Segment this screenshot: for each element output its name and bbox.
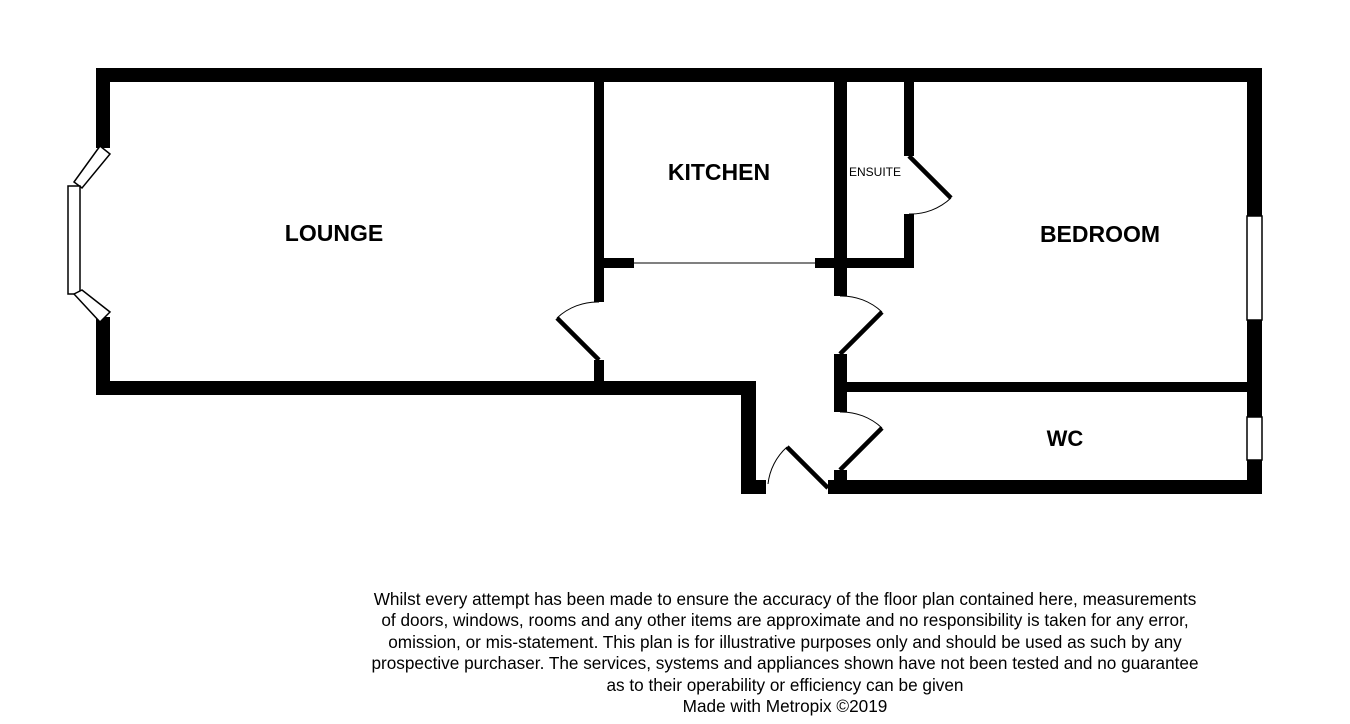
bedroom-door	[838, 295, 884, 356]
doors	[555, 154, 953, 490]
wall-kitchen-bottom-right	[815, 258, 847, 268]
wall-right-2	[1247, 320, 1262, 417]
wall-ensuite-bottom	[834, 258, 914, 268]
wall-entrance-left	[741, 381, 756, 494]
wall-hall-right-3	[834, 470, 847, 494]
bay-window	[67, 144, 112, 324]
disclaimer-line: as to their operability or efficiency ca…	[606, 674, 964, 695]
ensuite-door	[907, 154, 953, 215]
room-label-bedroom: BEDROOM	[1040, 221, 1160, 247]
wall-ensuite-right-lower	[904, 214, 914, 268]
wc-window	[1246, 416, 1263, 461]
wall-right-1	[1247, 68, 1262, 216]
wall-ensuite-right-upper	[904, 82, 914, 156]
disclaimer: Whilst every attempt has been made to en…	[300, 589, 1270, 717]
disclaimer-line: of doors, windows, rooms and any other i…	[381, 610, 1189, 631]
bedroom-window	[1246, 215, 1263, 321]
wall-lounge-kitchen	[594, 82, 604, 302]
wc-door	[838, 411, 884, 472]
credit-text: Made with Metropix ©2019	[682, 696, 888, 717]
wall-right-3	[1247, 460, 1262, 494]
walls	[96, 68, 1262, 494]
wall-bedroom-wc	[834, 382, 1262, 392]
room-label-wc: WC	[1047, 426, 1084, 451]
wall-hall-right-1	[834, 268, 847, 296]
wall-entrance-stub	[741, 480, 766, 494]
room-label-lounge: LOUNGE	[285, 220, 383, 246]
wall-left-upper	[96, 68, 110, 148]
room-labels: LOUNGE KITCHEN ENSUITE BEDROOM WC	[285, 159, 1160, 451]
wall-lounge-hall-lower	[594, 360, 604, 388]
wall-kitchen-ensuite	[834, 82, 847, 268]
windows	[1246, 215, 1263, 461]
room-label-ensuite: ENSUITE	[849, 165, 901, 179]
wall-kitchen-bottom-left	[594, 258, 634, 268]
wall-bottom	[828, 480, 1262, 494]
disclaimer-line: Whilst every attempt has been made to en…	[373, 589, 1197, 609]
wall-lounge-bottom	[96, 381, 756, 395]
entrance-door	[767, 445, 830, 490]
room-label-kitchen: KITCHEN	[668, 159, 770, 185]
wall-top	[96, 68, 1262, 82]
disclaimer-line: prospective purchaser. The services, sys…	[371, 653, 1199, 674]
lounge-door	[555, 301, 601, 362]
disclaimer-line: omission, or mis-statement. This plan is…	[388, 631, 1182, 652]
wall-left-lower	[96, 317, 110, 395]
